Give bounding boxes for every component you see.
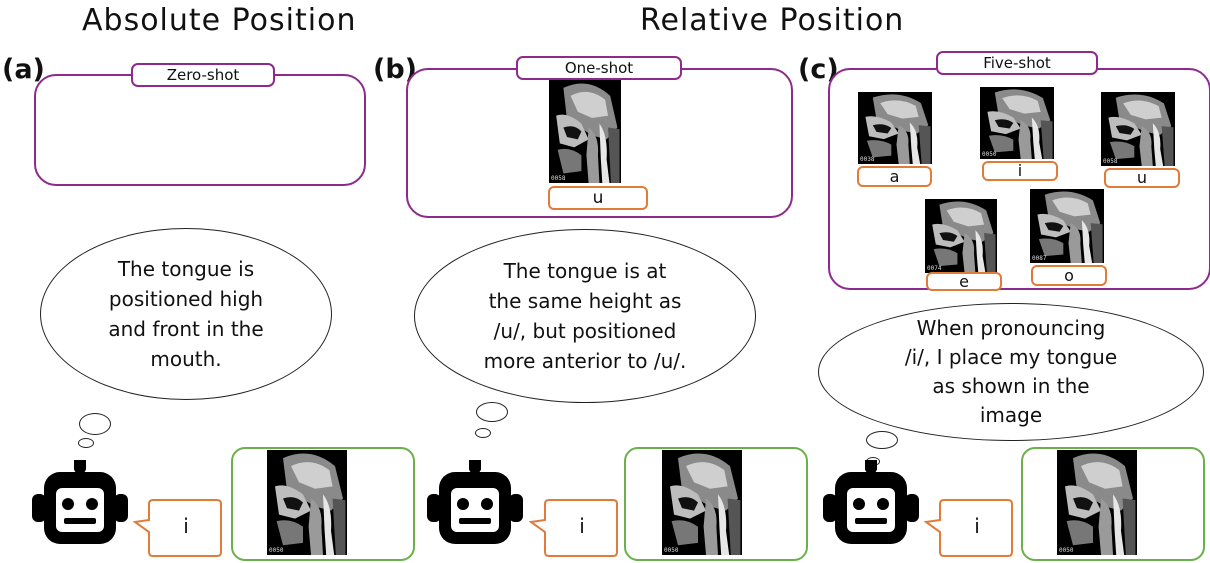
panel-b-example-vowel-label: u [548,186,648,210]
thought-dot-large [866,431,898,449]
thought-line: the same height as [488,289,682,313]
answer-speech-bubble [529,499,618,557]
panel-c-example-vowel-label: o [1031,265,1107,286]
answer-speech-bubble [133,499,222,557]
thought-line: and front in the [108,317,264,341]
panel-a-letter: (a) [2,54,45,85]
panel-a-examples-box [34,74,366,186]
panel-c-shot-label: Five-shot [936,51,1098,75]
panel-b-query-mri-image: 0050 [662,450,742,555]
thought-line: positioned high [108,287,264,311]
panel-b-example-mri-image: 0058 [549,80,621,183]
thought-dot-large [476,402,508,422]
mri-frame-tag: 0050 [982,151,997,158]
thought-line: /i/, I place my tongue [904,345,1118,369]
thought-line: more anterior to /u/. [483,349,687,373]
panel-a-shot-label: Zero-shot [131,63,275,87]
panel-c-example-vowel-label: e [926,272,1002,291]
thought-line: The tongue is at [503,259,667,283]
thought-line: mouth. [150,347,222,371]
panel-a-thought-bubble: The tongue is positioned high and front … [40,228,332,400]
thought-line: /u/, but positioned [493,319,677,343]
mri-frame-tag: 0050 [664,547,679,554]
robot-icon [821,458,921,558]
mri-frame-tag: 0050 [1059,547,1074,554]
panel-c-example-mri-image: 0087 [1030,189,1104,263]
mri-frame-tag: 0074 [927,265,942,272]
heading-absolute-position: Absolute Position [82,3,357,38]
panel-c-example-vowel-label: u [1104,168,1180,188]
panel-c-query-mri-image: 0050 [1057,450,1137,555]
thought-line: image [979,403,1043,427]
answer-speech-bubble [924,499,1013,557]
panel-c-example-mri-image: 0050 [980,87,1054,159]
panel-c-example-vowel-label: a [857,166,932,187]
panel-a-query-mri-image: 0050 [267,450,347,555]
panel-c-example-vowel-label: i [982,161,1058,181]
thought-dot-small [475,428,491,438]
panel-c-example-mri-image: 0074 [925,199,997,273]
panel-c-example-mri-image: 0058 [1101,92,1175,166]
mri-frame-tag: 0058 [551,175,566,182]
panel-c-thought-bubble: When pronouncing /i/, I place my tongue … [818,303,1204,441]
thought-dot-large [79,413,111,435]
robot-icon [30,458,130,558]
robot-icon [425,458,525,558]
heading-relative-position: Relative Position [640,3,905,38]
mri-frame-tag: 0038 [860,156,875,163]
thought-line: The tongue is [117,257,255,281]
panel-a-answer: i [183,514,189,538]
thought-line: as shown in the [932,374,1090,398]
thought-line: When pronouncing [916,316,1106,340]
mri-frame-tag: 0050 [269,547,284,554]
mri-frame-tag: 0087 [1032,255,1047,262]
panel-c-answer: i [974,514,980,538]
panel-b-answer: i [579,514,585,538]
panel-b-shot-label: One-shot [516,56,682,80]
panel-b-thought-bubble: The tongue is at the same height as /u/,… [414,229,756,403]
thought-dot-small [78,438,94,448]
mri-frame-tag: 0058 [1103,158,1118,165]
panel-c-example-mri-image: 0038 [858,92,932,164]
